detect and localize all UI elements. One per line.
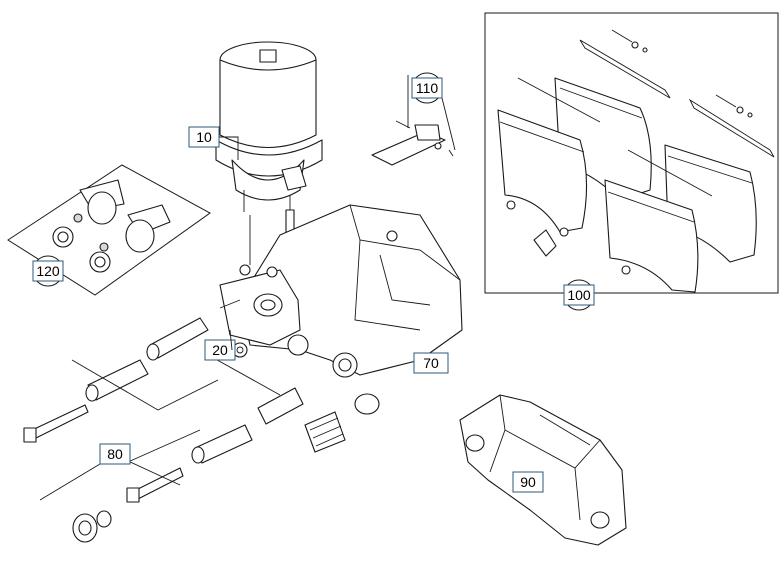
carrier-bracket-part [459, 394, 627, 546]
callout-120[interactable]: 120 [32, 255, 64, 287]
callout-120-text: 120 [36, 263, 60, 279]
callout-80[interactable]: 80 [99, 443, 131, 465]
callout-80-text: 80 [107, 446, 123, 462]
callout-90-text: 90 [520, 474, 536, 490]
callout-70-text: 70 [423, 355, 439, 371]
callout-20-text: 20 [212, 342, 228, 358]
guide-pin-set-part [23, 317, 380, 543]
callout-110-text: 110 [416, 80, 439, 96]
seal-kit-part [7, 164, 211, 296]
brake-chamber-part [215, 41, 323, 233]
callout-70[interactable]: 70 [413, 352, 449, 374]
callout-90[interactable]: 90 [512, 471, 544, 493]
pad-kit-frame [484, 12, 779, 294]
brake-pad-set [497, 29, 775, 293]
callout-10[interactable]: 10 [188, 126, 220, 148]
callout-20[interactable]: 20 [204, 339, 236, 361]
callout-10-text: 10 [196, 129, 212, 145]
callout-110[interactable]: 110 [411, 72, 443, 104]
callout-100[interactable]: 100 [563, 279, 595, 311]
callout-100-text: 100 [567, 287, 591, 303]
caliper-housing-part [219, 204, 463, 378]
wear-sensor-part [371, 75, 456, 166]
